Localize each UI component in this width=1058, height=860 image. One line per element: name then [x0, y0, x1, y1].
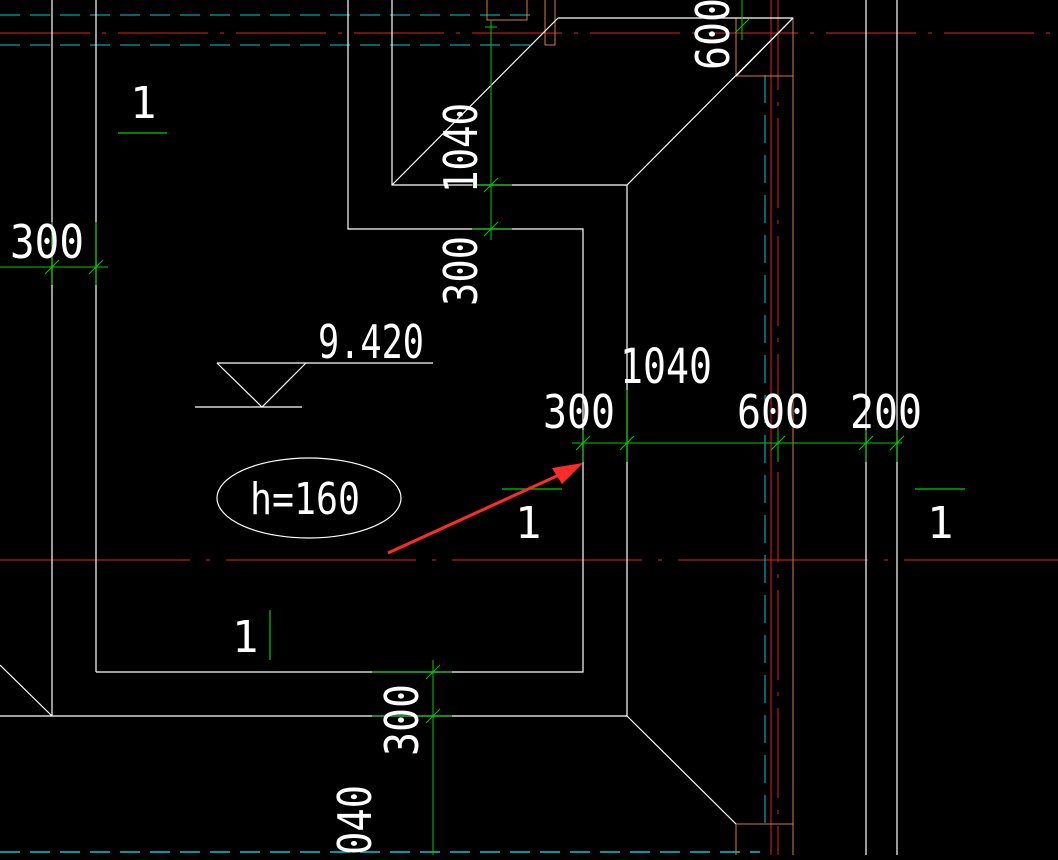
dim-tick-8: [858, 435, 874, 451]
dim-text-right-600: 600: [737, 385, 809, 439]
dim-tick-7: [770, 435, 786, 451]
dim-text-right-200: 200: [850, 385, 922, 439]
column-bottom-right: [735, 823, 794, 860]
dim-tick-6: [619, 435, 635, 451]
dim-text-bottom-1040: 040: [328, 785, 382, 855]
section-markers: [118, 132, 965, 660]
dim-text-right-300: 300: [543, 385, 615, 439]
dim-tick-12: [425, 708, 441, 724]
diagonal-top-1: [391, 17, 559, 186]
dim-tick-10: [734, 18, 750, 34]
arrow-head: [552, 463, 583, 484]
elevation-triangle: [216, 362, 307, 408]
dim-tick-4: [483, 221, 499, 237]
dimension-lines: [0, 0, 905, 855]
dim-text-bottom-300: 300: [375, 684, 429, 756]
thickness-label: h=160: [250, 474, 360, 525]
section-label-right: 1: [927, 498, 954, 549]
beam-edge-top: [486, 0, 528, 21]
section-label-middle: 1: [515, 498, 542, 549]
elevation-label: 9.420: [318, 315, 424, 369]
beam-edge-top-2: [544, 0, 556, 46]
dim-text-top-right-600: 600: [686, 0, 740, 70]
diagonal-left: [0, 664, 53, 717]
section-label-bottom: 1: [232, 612, 259, 663]
thickness-ellipse: [216, 457, 402, 539]
dim-tick-2: [88, 259, 104, 275]
dim-tick-5: [575, 435, 591, 451]
dim-text-right-1040: 1040: [620, 339, 712, 395]
dim-tick-11: [425, 664, 441, 680]
dim-tick-9: [889, 435, 905, 451]
dim-tick-3: [483, 177, 499, 193]
dim-tick-1: [44, 259, 60, 275]
diagonal-bottom: [626, 715, 737, 825]
diagonal-top-4: [735, 17, 794, 77]
annotation-arrow: [387, 463, 583, 555]
text-labels: 9.420 h=160 1 1 1 1 300 300 1040 600 200…: [10, 0, 954, 855]
arrow-shaft: [387, 468, 571, 555]
dim-text-top-vertical-1040: 1040: [434, 103, 488, 193]
dim-text-top-vertical-300: 300: [434, 236, 488, 306]
dim-text-top-left-300: 300: [10, 215, 84, 269]
section-label-top-left: 1: [130, 78, 157, 129]
